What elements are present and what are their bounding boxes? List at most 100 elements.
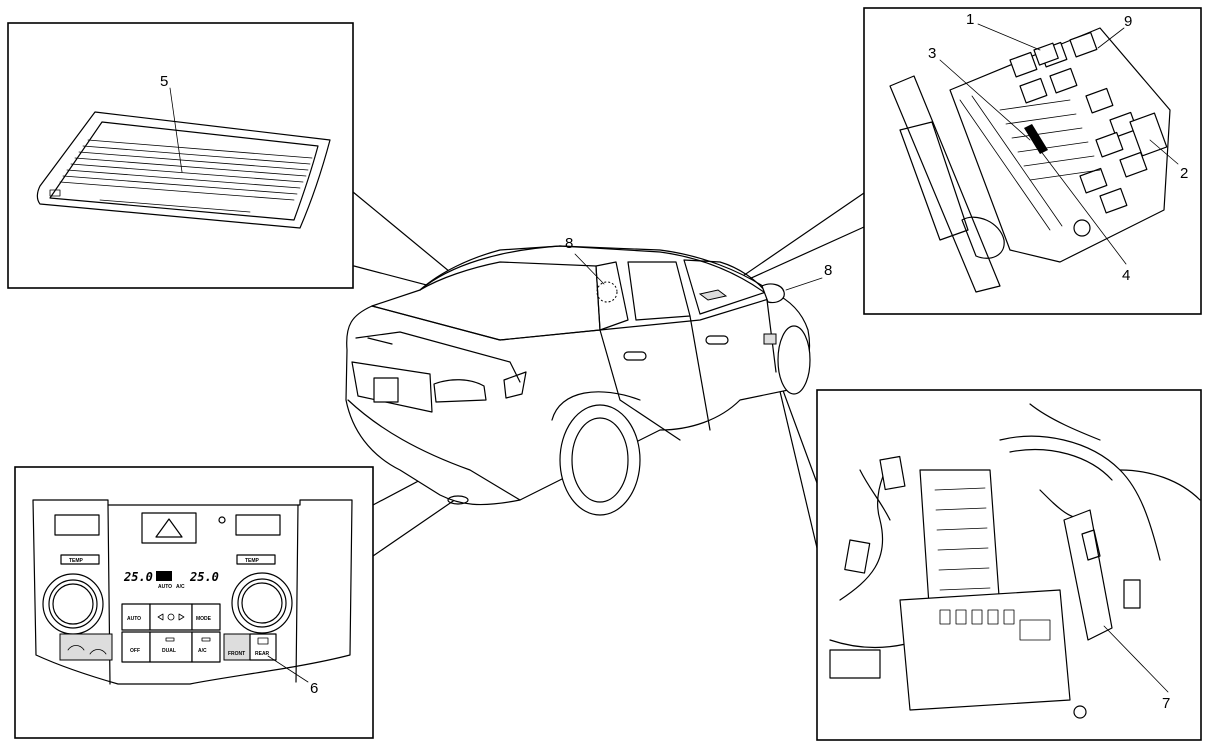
car-rear-bumper xyxy=(347,399,521,501)
hazard-icon xyxy=(155,518,183,538)
callout-8-left: 8 xyxy=(565,235,573,252)
connector-block xyxy=(899,589,1071,711)
wiring-harness xyxy=(829,403,1201,649)
dual-led xyxy=(165,637,175,642)
temp-knob-right[interactable] xyxy=(231,572,293,634)
panel-controller: 7 xyxy=(816,389,1202,741)
callout-8-right: 8 xyxy=(824,262,832,279)
leader-4 xyxy=(1039,149,1127,265)
dual-button[interactable] xyxy=(149,631,193,663)
callout-2: 2 xyxy=(1180,165,1188,182)
dual-label: DUAL xyxy=(162,648,176,654)
harness-connector-c xyxy=(1123,579,1141,609)
car-rear-door-edge xyxy=(599,329,681,441)
off-button[interactable] xyxy=(121,631,151,663)
callout-3: 3 xyxy=(928,45,936,62)
ac-label: A/C xyxy=(198,648,207,654)
car-c-pillar xyxy=(595,261,629,331)
fan-down-icon xyxy=(157,613,164,621)
rear-window-terminal xyxy=(49,189,61,197)
leader-7 xyxy=(1103,625,1169,693)
car-body xyxy=(345,245,811,506)
harness-connector-d xyxy=(829,649,881,679)
fresh-air-icon xyxy=(89,649,107,655)
module-connector xyxy=(1081,529,1101,561)
auto-button[interactable] xyxy=(121,603,151,631)
temp-label-left-frame xyxy=(60,554,100,565)
car-rear-wheel xyxy=(559,404,641,516)
car-rear-rim xyxy=(571,417,629,503)
junction-fuse-highlight xyxy=(1024,124,1048,154)
display-temp-right: 25.0 xyxy=(189,570,219,584)
leader-2 xyxy=(1149,139,1179,165)
car-exhaust xyxy=(447,495,469,505)
panel-hvac-control: TEMP TEMP 25.0 25.0 AUTO A/C AUTO M xyxy=(14,466,374,739)
fan-speed-button[interactable] xyxy=(149,603,193,631)
car-trunk-edge xyxy=(355,331,521,383)
callout-7: 7 xyxy=(1162,695,1170,712)
panel-rear-window: 5 xyxy=(7,22,354,289)
car-front-handle xyxy=(705,335,729,345)
junction-mount-clip xyxy=(961,216,1005,259)
leader-6 xyxy=(267,655,309,683)
callout-1: 1 xyxy=(966,11,974,28)
car-front-door-edge xyxy=(765,291,777,373)
callout-5: 5 xyxy=(160,73,168,90)
recirculation-button[interactable] xyxy=(59,633,113,661)
leader-9 xyxy=(1097,27,1125,49)
rear-label: REAR xyxy=(255,651,270,657)
junction-mount-bracket xyxy=(899,121,969,241)
harness-connector-b xyxy=(844,539,871,574)
car-roofline xyxy=(419,245,773,299)
junction-bolt xyxy=(1073,219,1091,237)
ac-led xyxy=(201,637,211,642)
car-front-wheel xyxy=(777,325,811,395)
controller-bolt xyxy=(1073,705,1087,719)
indicator-led xyxy=(218,516,226,524)
callout-4: 4 xyxy=(1122,267,1130,284)
car-illustration xyxy=(345,245,811,516)
leader-5 xyxy=(169,87,183,173)
hazard-button[interactable] xyxy=(141,512,197,544)
recirc-icon xyxy=(67,645,85,651)
junction-fuse-row xyxy=(959,95,1101,231)
rear-window-glass xyxy=(36,111,331,229)
car-tail-light-left xyxy=(433,379,487,403)
temp-label-right: TEMP xyxy=(245,558,260,564)
front-label: FRONT xyxy=(228,651,245,657)
display-ac: A/C xyxy=(176,584,185,590)
connector-pins xyxy=(939,609,1051,641)
fan-icon xyxy=(167,613,175,621)
display-temp-left: 25.0 xyxy=(123,570,153,584)
panel-junction-box: 1 9 3 2 4 xyxy=(863,7,1202,315)
auto-label: AUTO xyxy=(127,616,141,622)
off-label: OFF xyxy=(130,648,140,654)
car-controller-marker xyxy=(763,333,777,345)
temp-label-right-frame xyxy=(236,554,276,565)
display-fan-bar xyxy=(156,571,172,581)
mode-label: MODE xyxy=(196,616,212,622)
car-junction-box-marker xyxy=(698,289,728,301)
fan-up-icon xyxy=(178,613,185,621)
temp-knob-left[interactable] xyxy=(42,573,104,635)
junction-mount-rail xyxy=(889,75,1001,293)
hvac-divider-right xyxy=(295,504,299,683)
car-door-mirror xyxy=(761,283,785,304)
ac-button[interactable] xyxy=(191,631,221,663)
vent-right xyxy=(235,514,281,536)
vent-left xyxy=(54,514,100,536)
car-rear-handle xyxy=(623,351,647,361)
mode-button[interactable] xyxy=(191,603,221,631)
car-brake-light xyxy=(367,337,393,345)
leader-3 xyxy=(939,59,1031,141)
junction-relays xyxy=(1009,31,1168,214)
car-license-plate xyxy=(373,377,399,403)
display-auto: AUTO xyxy=(158,584,172,590)
defogger-grid-lines xyxy=(59,139,313,213)
rear-defogger-icon xyxy=(257,637,269,645)
car-door-split xyxy=(689,315,711,431)
callout-6: 6 xyxy=(310,680,318,697)
bracket-slots xyxy=(934,487,991,591)
leader-8-left xyxy=(574,253,605,285)
car-rear-panel xyxy=(351,361,433,413)
